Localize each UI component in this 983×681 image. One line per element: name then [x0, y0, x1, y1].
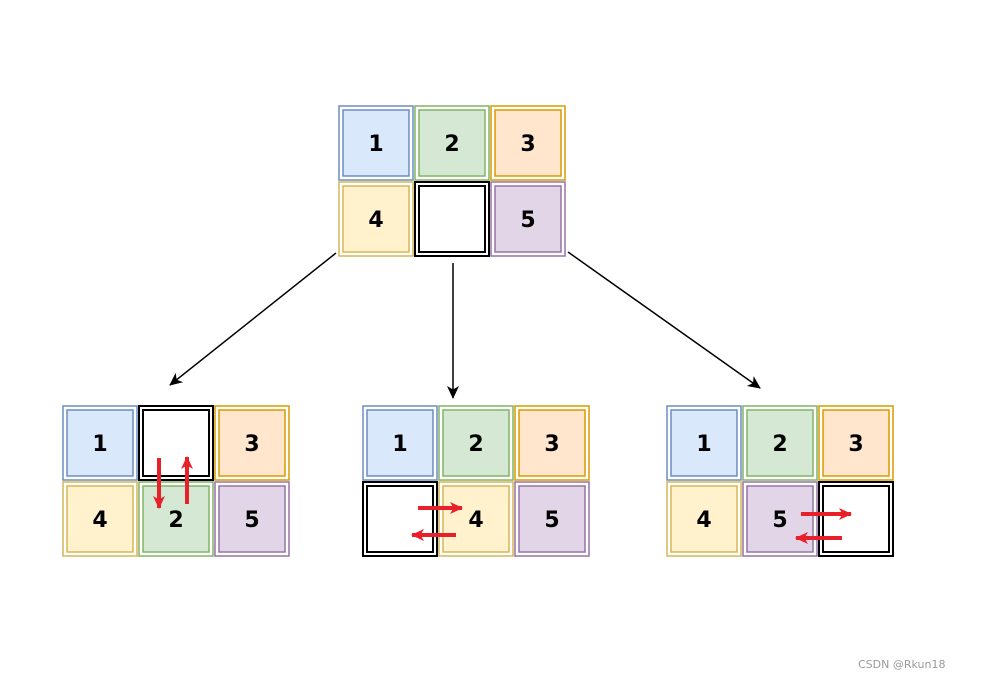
- tile-inner-square: [366, 485, 434, 553]
- tile-inner-square: [218, 485, 286, 553]
- tile-number: 1: [392, 432, 407, 457]
- tile-number: 4: [92, 508, 107, 533]
- tile-blank: [818, 481, 894, 557]
- tile-inner-square: [418, 185, 486, 253]
- tile-number: 5: [772, 508, 787, 533]
- tile-number: 3: [244, 432, 259, 457]
- tile-3: 3: [214, 405, 290, 481]
- tile-number: 5: [520, 208, 535, 233]
- tile-2: 2: [414, 105, 490, 181]
- tile-number: 2: [468, 432, 483, 457]
- tile-inner-square: [418, 109, 486, 177]
- tile-2: 2: [742, 405, 818, 481]
- tile-inner-square: [518, 409, 586, 477]
- edge-to-child-3: [567, 251, 761, 389]
- tile-inner-square: [342, 109, 410, 177]
- child-board-1: 1 3 4 2 5: [62, 405, 290, 557]
- tile-3: 3: [514, 405, 590, 481]
- tile-number: 3: [848, 432, 863, 457]
- tile-5: 5: [490, 181, 566, 257]
- tile-1: 1: [62, 405, 138, 481]
- tile-inner-square: [442, 409, 510, 477]
- tile-5: 5: [742, 481, 818, 557]
- root-board: 1 2 3 4 5: [338, 105, 566, 257]
- child-board-2: 1 2 3 4 5: [362, 405, 590, 557]
- tile-inner-square: [670, 409, 738, 477]
- tile-4: 4: [62, 481, 138, 557]
- tile-inner-square: [142, 485, 210, 553]
- move-arrows: [153, 456, 852, 544]
- tile-inner-square: [518, 485, 586, 553]
- tile-3: 3: [490, 105, 566, 181]
- tile-number: 1: [92, 432, 107, 457]
- watermark-text: CSDN @Rkun18: [858, 658, 946, 671]
- tile-number: 2: [772, 432, 787, 457]
- edge-to-child-1: [169, 252, 337, 386]
- tile-4: 4: [438, 481, 514, 557]
- tile-blank: [362, 481, 438, 557]
- child-board-3: 1 2 3 4 5: [666, 405, 894, 557]
- tile-number: 2: [444, 132, 459, 157]
- tile-inner-square: [822, 409, 890, 477]
- tile-1: 1: [362, 405, 438, 481]
- tile-5: 5: [214, 481, 290, 557]
- tile-5: 5: [514, 481, 590, 557]
- tile-inner-square: [366, 409, 434, 477]
- tile-inner-square: [142, 409, 210, 477]
- tile-number: 4: [696, 508, 711, 533]
- tile-blank: [414, 181, 490, 257]
- tile-number: 5: [544, 508, 559, 533]
- tile-inner-square: [670, 485, 738, 553]
- tile-number: 2: [168, 508, 183, 533]
- tile-1: 1: [666, 405, 742, 481]
- tile-inner-square: [442, 485, 510, 553]
- tile-number: 5: [244, 508, 259, 533]
- puzzle-boards: 1 2 3 4 5 1 3 4 2 5 1 2 3 4 5 1 2 3 4 5: [62, 105, 894, 557]
- tile-number: 3: [520, 132, 535, 157]
- tile-inner-square: [218, 409, 286, 477]
- tile-inner-square: [822, 485, 890, 553]
- tree-edges: [169, 251, 761, 399]
- tile-number: 1: [696, 432, 711, 457]
- tile-inner-square: [66, 485, 134, 553]
- tile-4: 4: [666, 481, 742, 557]
- tile-4: 4: [338, 181, 414, 257]
- tile-inner-square: [494, 185, 562, 253]
- tile-number: 4: [468, 508, 483, 533]
- tile-number: 4: [368, 208, 383, 233]
- tile-inner-square: [66, 409, 134, 477]
- tile-inner-square: [342, 185, 410, 253]
- tile-number: 1: [368, 132, 383, 157]
- tile-inner-square: [494, 109, 562, 177]
- tile-2: 2: [438, 405, 514, 481]
- tile-number: 3: [544, 432, 559, 457]
- tile-3: 3: [818, 405, 894, 481]
- tile-blank: [138, 405, 214, 481]
- tile-inner-square: [746, 409, 814, 477]
- tile-1: 1: [338, 105, 414, 181]
- tile-2: 2: [138, 481, 214, 557]
